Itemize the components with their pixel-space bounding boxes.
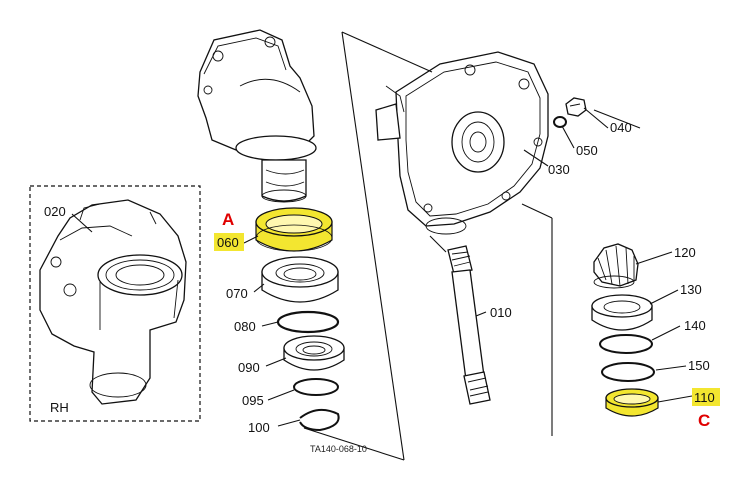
label-110-highlight xyxy=(692,388,720,406)
upper-housing xyxy=(197,29,317,203)
part-095-ring xyxy=(293,378,339,396)
label-080: 080 xyxy=(234,319,256,334)
label-060-highlight xyxy=(214,233,244,251)
label-010: 010 xyxy=(490,305,512,320)
part-110-collar xyxy=(605,388,659,417)
part-030-gear-case xyxy=(375,51,549,235)
part-120-bevel-pinion xyxy=(593,243,639,289)
marker-a: A xyxy=(222,210,234,229)
label-rh: RH xyxy=(50,400,69,415)
part-140-ring xyxy=(599,334,653,354)
label-050: 050 xyxy=(576,143,598,158)
label-100: 100 xyxy=(248,420,270,435)
part-130-bearing xyxy=(591,294,653,331)
label-030: 030 xyxy=(548,162,570,177)
part-070-bearing xyxy=(261,256,339,303)
label-090: 090 xyxy=(238,360,260,375)
part-040-bolt xyxy=(565,97,587,117)
leader-lines xyxy=(71,107,693,427)
marker-c: C xyxy=(698,411,710,430)
label-040: 040 xyxy=(610,120,632,135)
label-070: 070 xyxy=(226,286,248,301)
part-060-oil-seal xyxy=(255,207,333,252)
label-140: 140 xyxy=(684,318,706,333)
label-120: 120 xyxy=(674,245,696,260)
rh-inset-box xyxy=(29,185,201,422)
assembly-lines xyxy=(303,31,641,461)
part-010-shaft xyxy=(447,245,491,405)
part-020-housing-rh xyxy=(39,199,187,405)
part-150-ring xyxy=(601,362,655,382)
label-060: 060 xyxy=(217,235,239,250)
drawing-reference: TA140-068-10 xyxy=(310,444,367,454)
label-110: 110 xyxy=(694,390,715,405)
label-150: 150 xyxy=(688,358,710,373)
part-080-snap-ring xyxy=(276,310,340,334)
label-095: 095 xyxy=(242,393,264,408)
part-050-washer xyxy=(553,116,567,128)
part-100-snap-ring xyxy=(299,408,340,432)
label-020: 020 xyxy=(44,204,66,219)
label-130: 130 xyxy=(680,282,702,297)
part-090-bearing xyxy=(283,335,345,371)
